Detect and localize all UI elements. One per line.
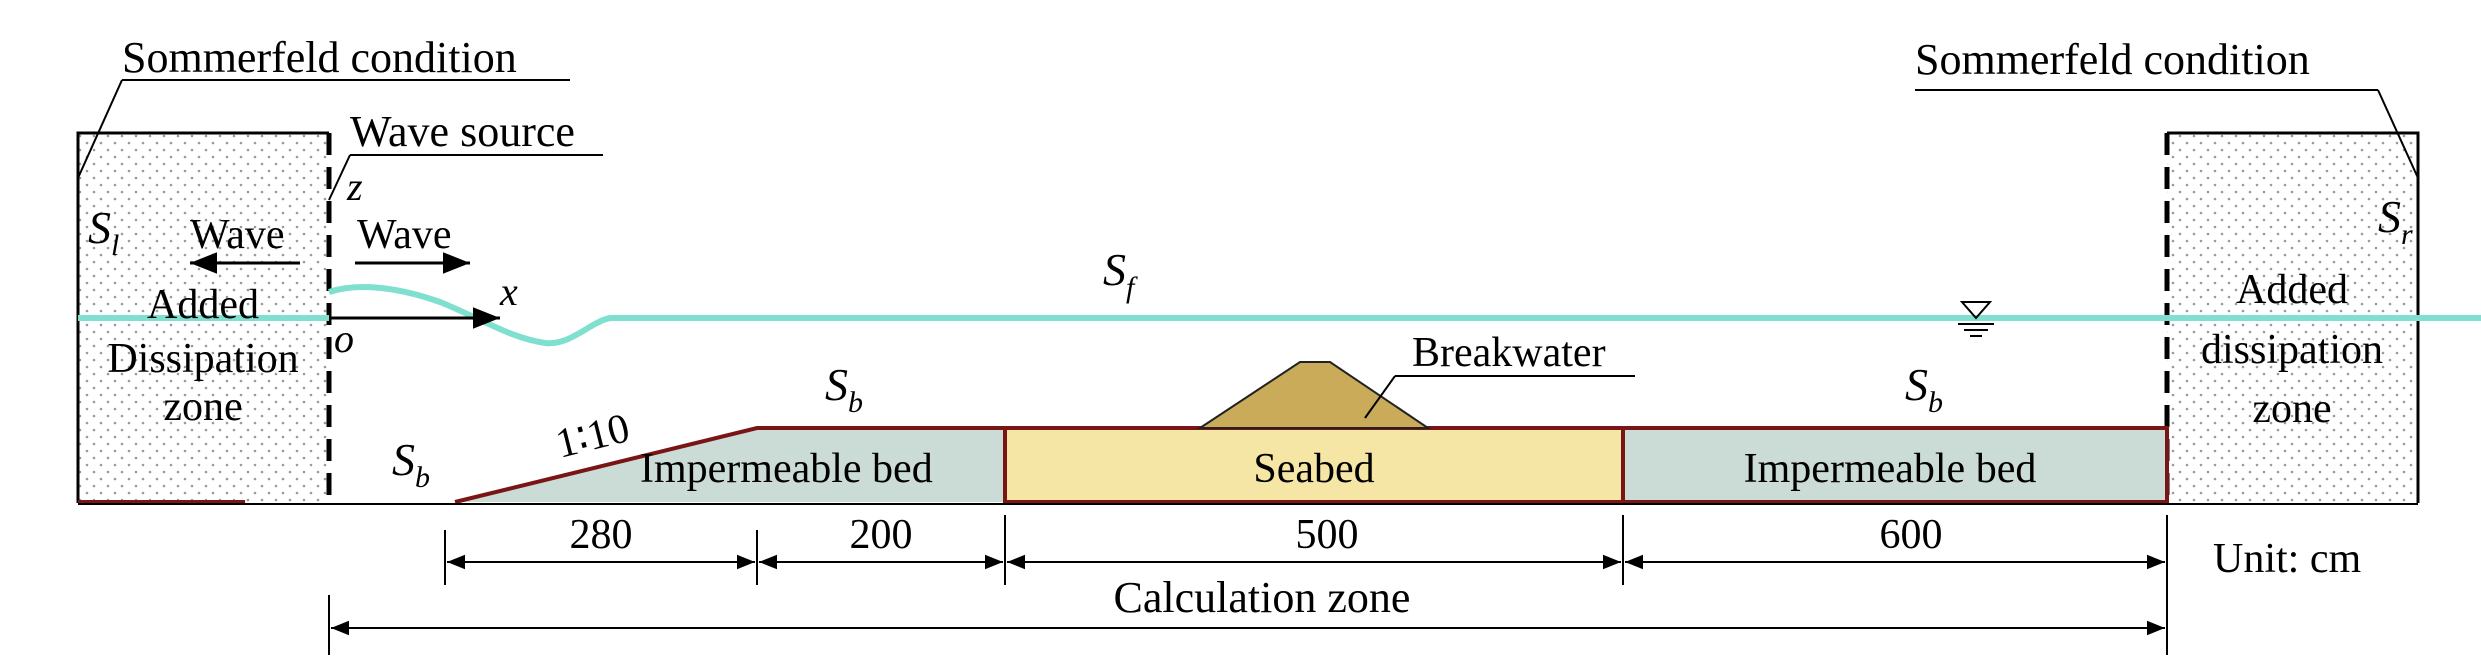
- unit-label: Unit: cm: [2213, 536, 2361, 582]
- sommerfeld-right-leader: [1915, 89, 2419, 179]
- water-level-icon: [1958, 301, 1994, 337]
- calculation-zone-label: Calculation zone: [1114, 573, 1411, 622]
- axis-x-label: x: [499, 269, 518, 314]
- impermeable-bed-right: [1621, 426, 2169, 504]
- boundary-s-f: Sf: [1103, 244, 1138, 304]
- added-zone-right-line1: Added: [2236, 267, 2348, 313]
- sommerfeld-left-label: Sommerfeld condition: [122, 33, 517, 82]
- boundary-s-b-left: Sb: [392, 434, 430, 494]
- dimension-lines: [328, 515, 2168, 655]
- origin-label: o: [334, 316, 354, 361]
- boundary-s-r: Sr: [2378, 191, 2413, 251]
- breakwater-label: Breakwater: [1412, 330, 1606, 376]
- dimension-200: 200: [850, 512, 913, 558]
- sommerfeld-right-label: Sommerfeld condition: [1915, 35, 2310, 84]
- impermeable-bed-right-label: Impermeable bed: [1744, 446, 2037, 492]
- sommerfeld-left-leader: [77, 79, 570, 179]
- added-zone-left-line3: zone: [163, 384, 242, 430]
- added-zone-left-line1: Added: [147, 282, 259, 328]
- breakwater-leader: [1364, 375, 1635, 419]
- dimension-600: 600: [1880, 512, 1943, 558]
- boundary-s-l: Sl: [88, 202, 119, 262]
- wave-source-leader: [328, 154, 603, 201]
- breakwater: [1196, 361, 1432, 429]
- added-zone-right-line2: dissipation: [2201, 327, 2383, 373]
- added-zone-right-line3: zone: [2252, 386, 2331, 432]
- wave-source-label: Wave source: [350, 107, 575, 156]
- dimension-500: 500: [1296, 512, 1359, 558]
- wave-right-label: Wave: [357, 212, 452, 258]
- boundary-s-b-right: Sb: [1905, 359, 1943, 419]
- boundary-s-b-mid: Sb: [825, 359, 863, 419]
- wave-left-label: Wave: [190, 212, 285, 258]
- added-zone-left-line2: Dissipation: [107, 336, 298, 382]
- seabed-label: Seabed: [1253, 446, 1374, 492]
- water-surface: [78, 284, 2481, 347]
- slope-label: 1∶10: [551, 405, 634, 468]
- axis-z-label: z: [346, 164, 363, 209]
- impermeable-bed-left-label: Impermeable bed: [640, 446, 933, 492]
- dimension-280: 280: [570, 512, 633, 558]
